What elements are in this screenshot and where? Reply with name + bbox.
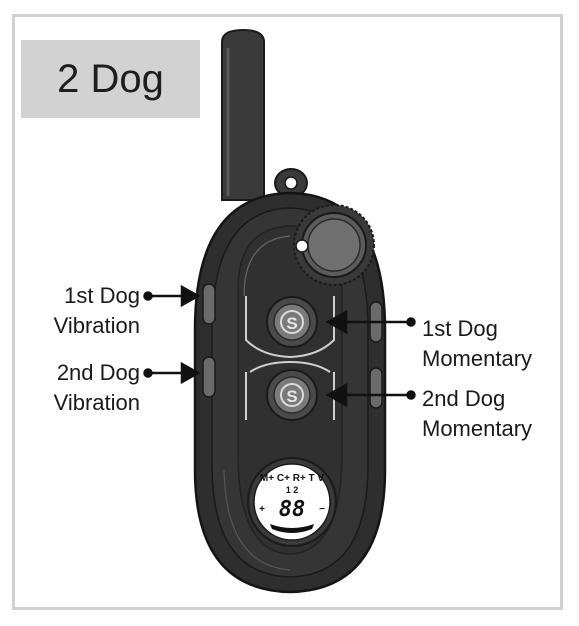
label-second-dog-vibration: 2nd Dog Vibration (26, 358, 140, 418)
label-first-dog-momentary: 1st Dog Momentary (422, 314, 532, 374)
title: 2 Dog (57, 56, 164, 101)
label-second-dog-momentary-line-2: Momentary (422, 416, 533, 441)
arrow-second-dog-vibration (143, 361, 201, 385)
arrow-first-dog-vibration (143, 284, 201, 308)
momentary-button-1: S (266, 296, 318, 348)
label-second-dog-vibration-line-2: Vibration (53, 390, 140, 415)
button-guards (245, 296, 335, 420)
label-first-dog-vibration-line-2: Vibration (53, 313, 140, 338)
antenna (221, 28, 265, 201)
label-first-dog-vibration-line-1: 1st Dog (64, 283, 140, 308)
momentary-button-1-symbol: S (286, 314, 297, 333)
momentary-button-2: S (266, 369, 318, 421)
arrow-second-dog-momentary (325, 382, 416, 408)
side-buttons-left (202, 283, 216, 398)
title-box: 2 Dog (21, 40, 200, 118)
lcd-plus: + (259, 504, 265, 515)
momentary-button-2-symbol: S (286, 387, 297, 406)
label-first-dog-vibration: 1st Dog Vibration (34, 281, 140, 341)
lcd-mode-labels: M+ C+ R+ T V (260, 473, 325, 484)
label-second-dog-vibration-line-1: 2nd Dog (56, 360, 140, 385)
label-first-dog-momentary-line-2: Momentary (422, 346, 533, 371)
diagram-frame (12, 14, 563, 610)
label-second-dog-momentary-line-1: 2nd Dog (422, 386, 506, 411)
arrows (143, 284, 416, 408)
lcd-minus: − (319, 504, 325, 515)
arrow-first-dog-momentary (325, 309, 416, 335)
rotary-dial (293, 204, 375, 286)
lcd-digits: 88 (279, 497, 306, 522)
label-second-dog-momentary: 2nd Dog Momentary (422, 384, 532, 444)
lcd-display: M+ C+ R+ T V 1 2 88 + − (247, 457, 337, 547)
label-first-dog-momentary-line-1: 1st Dog (422, 316, 498, 341)
lcd-dog-numbers: 1 2 (286, 485, 299, 495)
